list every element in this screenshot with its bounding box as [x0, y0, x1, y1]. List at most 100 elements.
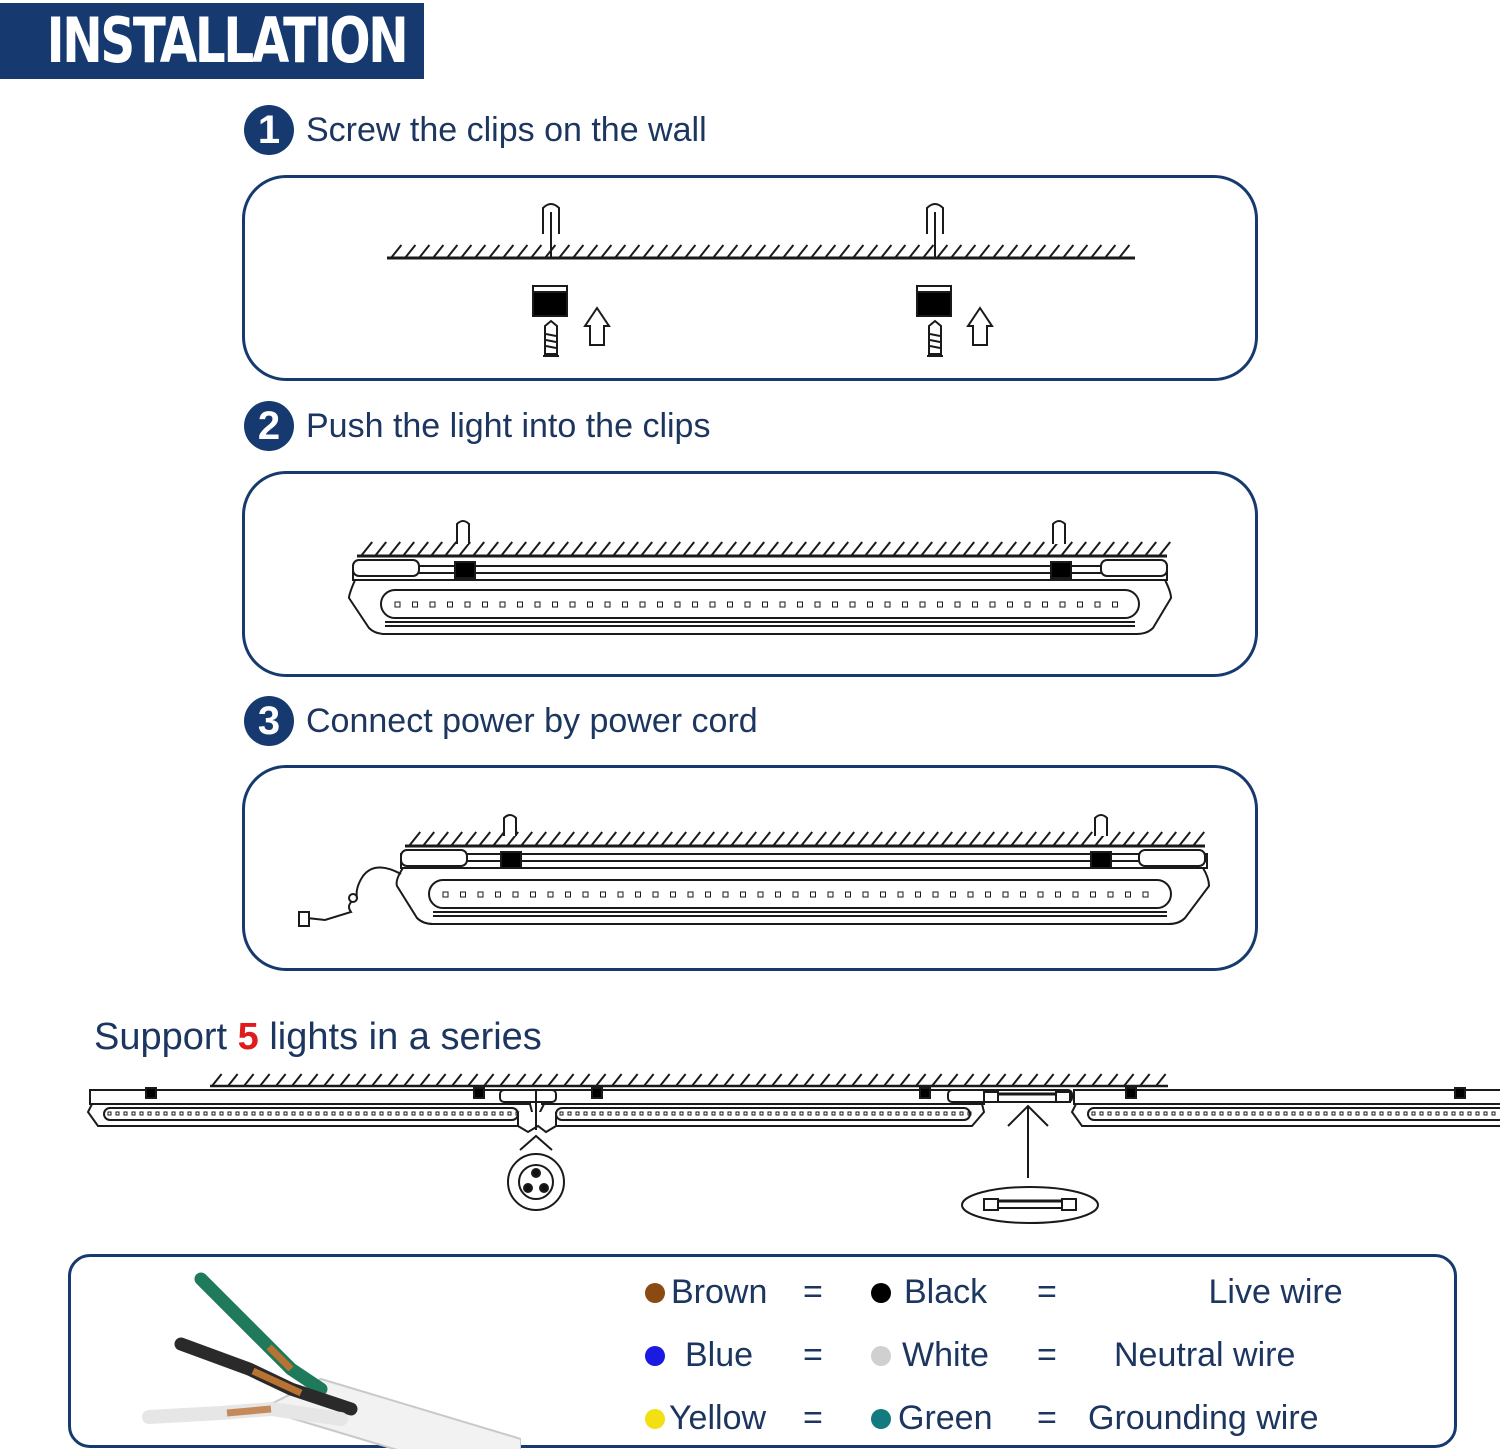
hatch-mark: [870, 831, 883, 847]
led-dot: [807, 1111, 812, 1116]
step-1-heading: 1 Screw the clips on the wall: [244, 104, 707, 156]
led-dot: [759, 1111, 764, 1116]
light-fixture: [86, 1089, 534, 1127]
led-dot: [1347, 1111, 1352, 1116]
led-dot: [792, 891, 799, 898]
hatch-mark: [1043, 1073, 1055, 1087]
led-dot: [727, 1111, 732, 1116]
led-dot: [1147, 1111, 1152, 1116]
hatch-mark: [898, 831, 911, 847]
led-dot: [447, 601, 453, 608]
step-2-panel: [242, 471, 1258, 677]
hatch-mark: [1192, 831, 1205, 847]
led-dot: [347, 1111, 352, 1116]
led-dot: [1115, 1111, 1120, 1116]
hatch-mark: [558, 244, 571, 259]
led-dot: [1283, 1111, 1288, 1116]
led-dot: [1077, 601, 1083, 608]
led-dot: [823, 1111, 828, 1116]
led-dot: [607, 1111, 612, 1116]
hatch-mark: [1046, 541, 1059, 557]
led-dot: [1379, 1111, 1384, 1116]
led-dot: [1371, 1111, 1376, 1116]
led-dot: [412, 601, 418, 608]
hatch-mark: [964, 244, 977, 259]
led-dot: [1403, 1111, 1408, 1116]
led-dot: [582, 891, 589, 898]
led-dot: [743, 1111, 748, 1116]
hatch-mark: [388, 541, 401, 557]
screw-icon: [543, 319, 559, 357]
led-dot: [155, 1111, 160, 1116]
hatch-mark: [1034, 244, 1047, 259]
led-dot: [767, 1111, 772, 1116]
led-dot: [972, 601, 978, 608]
up-arrow-icon: [966, 306, 994, 346]
hatch-mark: [710, 541, 723, 557]
led-dot: [1307, 1111, 1312, 1116]
hatch-mark: [824, 244, 837, 259]
led-dot: [779, 601, 786, 608]
led-dot: [435, 1111, 440, 1116]
led-dot: [575, 1111, 580, 1116]
hatch-mark: [808, 541, 821, 557]
hatch-mark: [740, 244, 753, 259]
hatch-mark: [755, 1073, 767, 1087]
hatch-mark: [691, 1073, 703, 1087]
hatch-mark: [1024, 831, 1037, 847]
equals-1: =: [803, 1273, 823, 1311]
led-dot: [379, 1111, 384, 1116]
led-dot: [631, 1111, 636, 1116]
wire-color-1: Yellow: [669, 1399, 767, 1437]
hatch-mark: [458, 541, 471, 557]
wire-meaning-text: Live wire: [1208, 1273, 1343, 1311]
hatch-mark: [1102, 541, 1115, 557]
black-dot: [871, 1283, 891, 1303]
hatch-mark: [1011, 1073, 1023, 1087]
hatch-mark: [460, 244, 473, 259]
hatch-mark: [478, 831, 491, 847]
hatch-mark: [515, 1073, 527, 1087]
led-dot: [695, 1111, 700, 1116]
led-dot: [1323, 1111, 1328, 1116]
led-dot: [467, 1111, 472, 1116]
hatch-mark: [739, 1073, 751, 1087]
hatch-mark: [1116, 541, 1129, 557]
led-dot: [1355, 1111, 1360, 1116]
yellow-dot: [645, 1409, 665, 1429]
hatch-mark: [1052, 831, 1065, 847]
hatch-mark: [1158, 541, 1171, 557]
led-dot: [1059, 601, 1066, 608]
led-dot: [895, 1111, 900, 1116]
hatch-mark: [307, 1073, 319, 1087]
hatch-mark: [947, 1073, 959, 1087]
hatch-mark: [675, 1073, 687, 1087]
led-dot: [163, 1111, 168, 1116]
led-dot: [107, 1111, 112, 1116]
led-dot: [919, 601, 926, 608]
led-dot: [115, 1111, 120, 1116]
led-dot: [1259, 1111, 1264, 1116]
hatch-mark: [992, 244, 1005, 259]
led-dot: [147, 1111, 152, 1116]
led-dot: [1235, 1111, 1240, 1116]
hatch-mark: [838, 244, 851, 259]
hatch-mark: [978, 244, 991, 259]
led-dot: [927, 1111, 932, 1116]
hatch-mark: [934, 541, 947, 557]
hatch-mark: [1178, 831, 1191, 847]
hatch-mark: [1080, 831, 1093, 847]
hatch-mark: [948, 541, 961, 557]
led-dot: [1219, 1111, 1224, 1116]
hatch-mark: [716, 831, 729, 847]
hatch-mark: [744, 831, 757, 847]
step-1-text: Screw the clips on the wall: [306, 110, 707, 149]
hatch-mark: [1164, 831, 1177, 847]
hatch-mark: [451, 1073, 463, 1087]
hatch-mark: [771, 1073, 783, 1087]
led-dot: [1443, 1111, 1448, 1116]
hatch-mark: [259, 1073, 271, 1087]
hatch-mark: [976, 541, 989, 557]
hatch-mark: [422, 831, 435, 847]
wire-meaning: Neutral wire: [1114, 1336, 1296, 1374]
